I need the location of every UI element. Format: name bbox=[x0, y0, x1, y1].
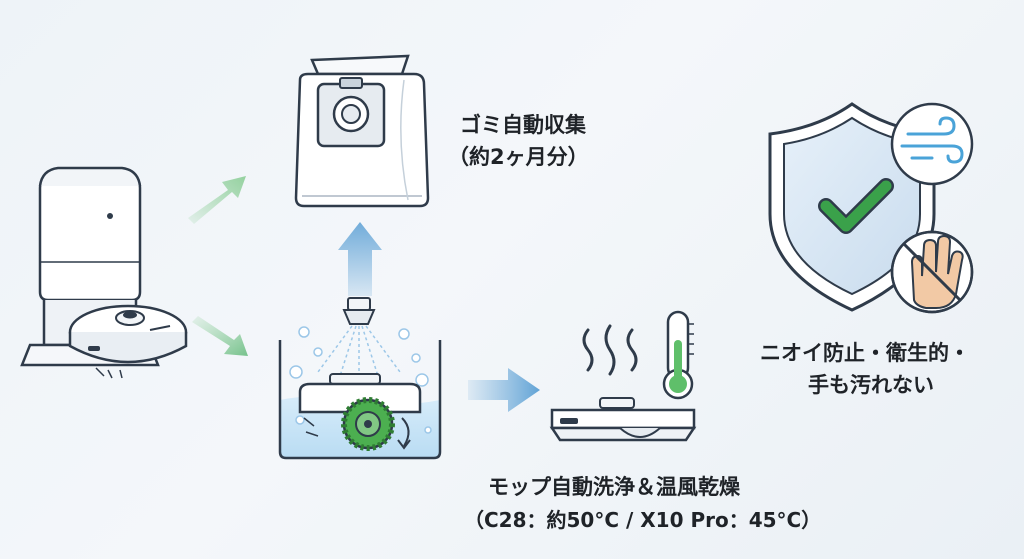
dust-collection-title: ゴミ自動収集 bbox=[460, 113, 586, 137]
mop-wash-dry-title: モップ自動洗浄＆温風乾燥 bbox=[488, 475, 740, 499]
arrow-up-to-dust-bag bbox=[338, 222, 382, 296]
robot-vacuum-dock-icon bbox=[20, 166, 188, 379]
odor-prevention-line2: 手も汚れない bbox=[808, 373, 934, 397]
arrow-to-wash-tank bbox=[192, 316, 248, 356]
mop-wash-dry-subtitle: （C28：約50°C / X10 Pro：45°C） bbox=[464, 508, 822, 532]
arrow-to-dust-bag bbox=[188, 176, 246, 224]
mop-wash-tank-icon bbox=[278, 297, 442, 460]
odor-prevention-line1: ニオイ防止・衛生的・ bbox=[760, 341, 970, 365]
dust-bag-icon bbox=[294, 54, 430, 208]
wind-icon bbox=[890, 102, 974, 186]
arrow-to-dryer bbox=[468, 368, 540, 412]
dust-collection-subtitle: （約2ヶ月分） bbox=[448, 145, 589, 169]
no-hand-contact-icon bbox=[890, 230, 974, 314]
thermometer-icon bbox=[662, 310, 694, 400]
mop-hot-air-dry-icon bbox=[549, 324, 697, 442]
